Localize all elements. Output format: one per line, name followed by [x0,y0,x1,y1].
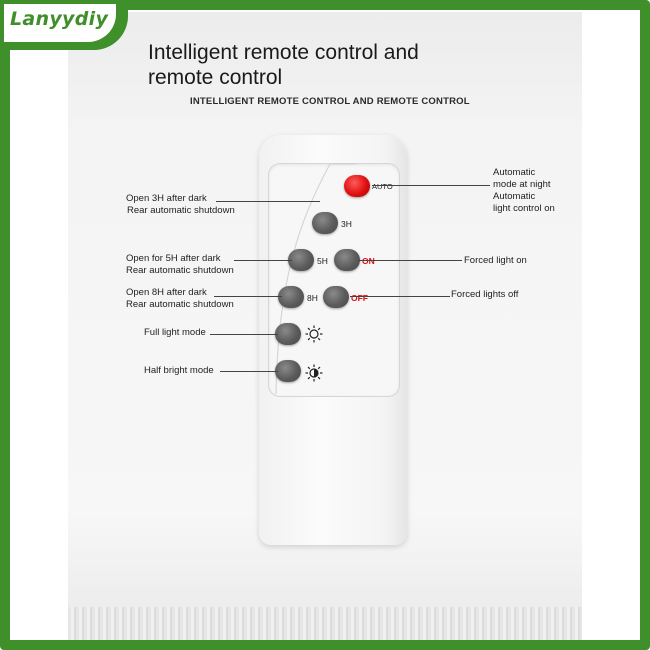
leader-on [358,260,462,261]
auto-button[interactable] [344,175,370,197]
annotation-auto-line3: Automatic [493,191,536,202]
on-button[interactable] [334,249,360,271]
annotation-off: Forced lights off [451,289,519,300]
on-label: ON [362,256,375,266]
annotation-auto-line4: light control on [493,203,555,214]
auto-label: AUTO [372,182,393,191]
annotation-3h: Open 3H after dark Rear automatic shutdo… [126,193,235,217]
leader-full [210,334,278,335]
title-line-2: remote control [148,66,283,89]
page-subtitle: INTELLIGENT REMOTE CONTROL AND REMOTE CO… [190,96,470,107]
5h-button[interactable] [288,249,314,271]
title-line-1: Intelligent remote control and [148,41,419,64]
annotation-5h-line1: Open for 5H after dark [126,253,221,264]
page-title: Intelligent remote control and remote co… [148,40,419,90]
annotation-half: Half bright mode [144,365,214,376]
annotation-5h-line2: Rear automatic shutdown [126,265,234,276]
half-bright-button[interactable] [275,360,301,382]
leader-auto [372,185,490,186]
3h-button[interactable] [312,212,338,234]
full-light-button[interactable] [275,323,301,345]
off-label: OFF [351,293,368,303]
floor-texture [68,607,582,640]
annotation-auto: Automatic mode at night Automatic light … [493,167,555,215]
brand-logo-text: Lanyydiy [10,8,109,30]
annotation-auto-line1: Automatic [493,167,536,178]
8h-button[interactable] [278,286,304,308]
half-sun-icon [305,364,323,382]
8h-label: 8H [307,293,318,303]
leader-3h [216,201,320,202]
leader-off [350,296,450,297]
annotation-on: Forced light on [464,255,527,266]
3h-label: 3H [341,219,352,229]
remote-button-panel [268,163,400,397]
annotation-8h-line2: Rear automatic shutdown [126,299,234,310]
5h-label: 5H [317,256,328,266]
brand-tab-inner [4,4,116,42]
off-button[interactable] [323,286,349,308]
leader-8h [214,296,282,297]
leader-5h [234,260,292,261]
annotation-full: Full light mode [144,327,206,338]
annotation-8h: Open 8H after dark Rear automatic shutdo… [126,287,234,311]
leader-half [220,371,278,372]
annotation-auto-line2: mode at night [493,179,551,190]
sun-outline-icon [305,325,323,343]
annotation-3h-line1: Open 3H after dark [126,193,207,204]
annotation-8h-line1: Open 8H after dark [126,287,207,298]
annotation-3h-line2: Rear automatic shutdown [127,205,235,216]
annotation-5h: Open for 5H after dark Rear automatic sh… [126,253,234,277]
